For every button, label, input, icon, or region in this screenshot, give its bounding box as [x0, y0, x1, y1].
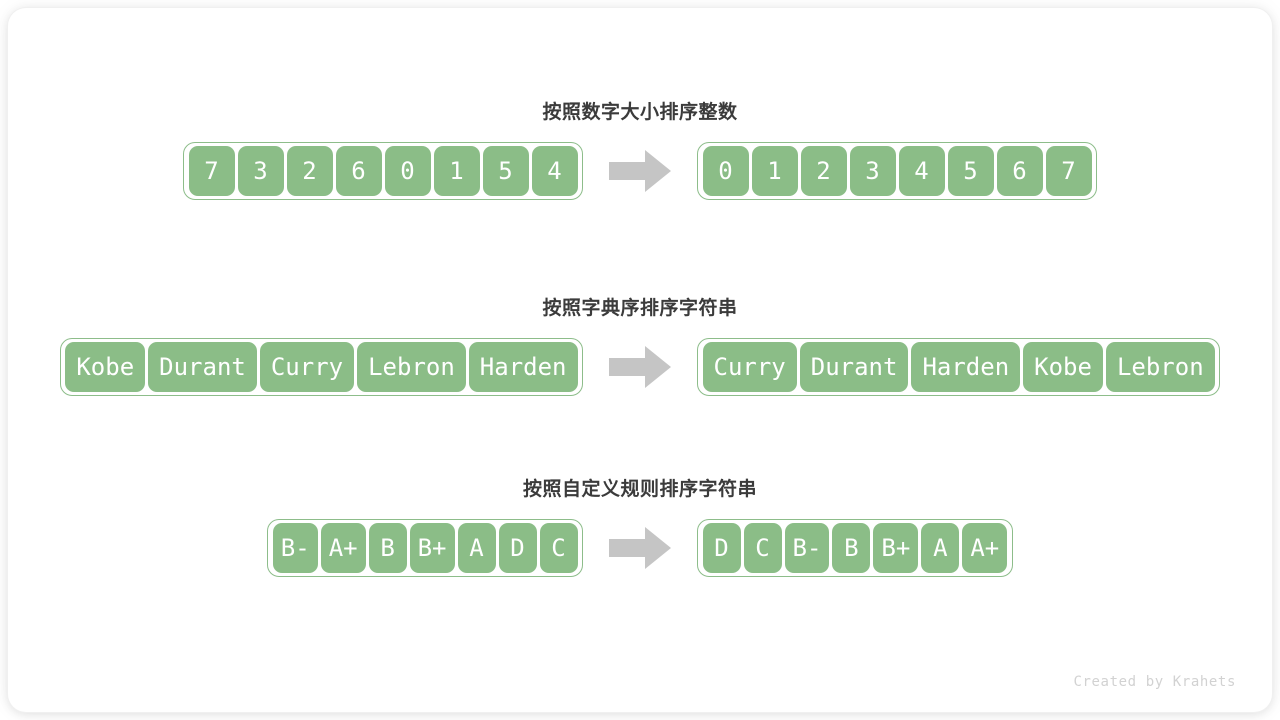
array-cell: 6	[996, 146, 1043, 196]
array-cell: A	[921, 523, 960, 573]
section-title: 按照数字大小排序整数	[542, 102, 738, 123]
array-cell: 5	[947, 146, 994, 196]
array-cell: Durant	[799, 342, 909, 392]
array-cell: B	[368, 523, 407, 573]
array-cell: 1	[433, 146, 480, 196]
array-cell: Kobe	[1023, 342, 1103, 392]
array-cell: A+	[962, 523, 1008, 573]
array-cell: B-	[272, 523, 318, 573]
output-array-grades: D C B- B B+ A A+	[697, 519, 1013, 577]
array-cell: 0	[702, 146, 749, 196]
array-cell: Curry	[702, 342, 797, 392]
array-cell: 6	[335, 146, 382, 196]
output-array-strings: Curry Durant Harden Kobe Lebron	[697, 338, 1221, 396]
right-arrow-icon	[609, 527, 671, 569]
section-title: 按照自定义规则排序字符串	[522, 479, 757, 500]
section-title: 按照字典序排序字符串	[542, 298, 738, 319]
array-cell: C	[539, 523, 578, 573]
array-cell: Lebron	[1105, 342, 1215, 392]
array-cell: Kobe	[65, 342, 146, 392]
array-cell: 4	[898, 146, 945, 196]
right-arrow-icon	[609, 346, 671, 388]
array-cell: D	[498, 523, 537, 573]
array-cell: C	[743, 523, 782, 573]
array-cell: Durant	[148, 342, 257, 392]
array-cell: Curry	[259, 342, 355, 392]
array-cell: D	[702, 523, 741, 573]
array-cell: B-	[784, 523, 830, 573]
array-cell: B	[832, 523, 871, 573]
array-cell: B+	[409, 523, 455, 573]
array-cell: A	[457, 523, 496, 573]
array-cell: 5	[482, 146, 529, 196]
array-cell: 0	[384, 146, 431, 196]
figure-card: 按照数字大小排序整数 7 3 2 6 0 1 5 4 0 1	[8, 8, 1272, 712]
section-row: B- A+ B B+ A D C D C B- B B+ A	[8, 519, 1272, 577]
array-cell: 3	[237, 146, 284, 196]
input-array-integers: 7 3 2 6 0 1 5 4	[183, 142, 583, 200]
right-arrow-icon	[609, 150, 671, 192]
section-sort-strings-custom-rule: 按照自定义规则排序字符串 B- A+ B B+ A D C D C B	[8, 477, 1272, 577]
section-row: Kobe Durant Curry Lebron Harden Curry Du…	[8, 338, 1272, 396]
array-cell: 7	[188, 146, 235, 196]
input-array-strings: Kobe Durant Curry Lebron Harden	[59, 338, 583, 396]
array-cell: 1	[751, 146, 798, 196]
array-cell: Lebron	[357, 342, 466, 392]
array-cell: 3	[849, 146, 896, 196]
input-array-grades: B- A+ B B+ A D C	[267, 519, 583, 577]
array-cell: B+	[873, 523, 919, 573]
array-cell: 7	[1045, 146, 1092, 196]
section-sort-integers: 按照数字大小排序整数 7 3 2 6 0 1 5 4 0 1	[8, 100, 1272, 200]
credit-text: Created by Krahets	[1073, 674, 1236, 690]
array-cell: Harden	[468, 342, 578, 392]
array-cell: 4	[531, 146, 578, 196]
figure-stage: 按照数字大小排序整数 7 3 2 6 0 1 5 4 0 1	[8, 8, 1272, 712]
array-cell: Harden	[911, 342, 1021, 392]
array-cell: 2	[800, 146, 847, 196]
array-cell: A+	[320, 523, 366, 573]
section-row: 7 3 2 6 0 1 5 4 0 1 2 3 4	[8, 142, 1272, 200]
output-array-integers: 0 1 2 3 4 5 6 7	[697, 142, 1097, 200]
array-cell: 2	[286, 146, 333, 196]
section-sort-strings-lexicographic: 按照字典序排序字符串 Kobe Durant Curry Lebron Hard…	[8, 296, 1272, 396]
